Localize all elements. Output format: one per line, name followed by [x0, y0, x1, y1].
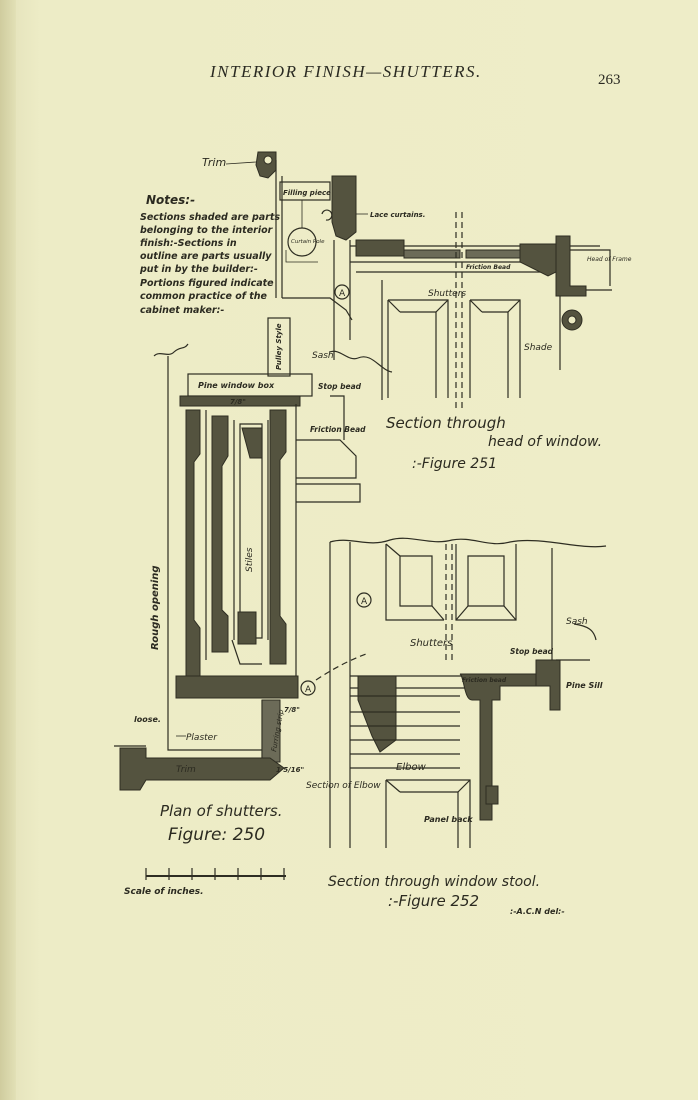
filling-piece-box	[279, 181, 331, 201]
notes-line: cabinet maker:-	[140, 305, 224, 316]
caption-fig250-line1: Plan of shutters.	[160, 802, 282, 820]
label-rough-opening: Rough opening	[150, 565, 161, 650]
label-stiles: Stiles	[245, 547, 255, 572]
page-gutter	[0, 0, 16, 1100]
trim-plan	[119, 747, 285, 791]
label-dim-7-8: 7/8"	[230, 398, 246, 406]
pulley-style	[267, 317, 291, 377]
label-friction-bead-bottom: Friction bead	[462, 677, 507, 684]
label-stop-bead-bottom: Stop bead	[510, 647, 554, 656]
label-section-of-elbow: Section of Elbow	[306, 781, 381, 791]
label-trim-top: Trim	[202, 156, 226, 169]
figure-251-drawing	[255, 151, 612, 410]
marker-a: A	[339, 289, 346, 299]
label-scale-of-inches: Scale of inches.	[124, 887, 204, 897]
label-plaster: Plaster	[186, 733, 218, 743]
label-stop-bead-top: Stop bead	[318, 382, 362, 391]
label-loose: loose.	[134, 715, 161, 724]
notes-heading: Notes:-	[146, 193, 195, 207]
pine-sill	[535, 659, 561, 711]
bottom-box	[175, 675, 299, 699]
label-head-of-frame: Head of Frame	[587, 256, 632, 263]
caption-initials: :-A.C.N del:-	[510, 907, 565, 916]
caption-fig251-line2: head of window.	[488, 434, 602, 450]
label-dim-1-5-16: 1 5/16"	[276, 766, 304, 774]
marker-a: A	[361, 597, 368, 607]
marker-a: A	[305, 685, 312, 695]
label-shutters-top: Shutters	[428, 289, 466, 299]
page-number: 263	[598, 72, 621, 88]
label-shutters-bottom: Shutters	[410, 638, 452, 649]
notes-line: finish:-Sections in	[140, 238, 237, 249]
figure-252-drawing	[329, 537, 607, 848]
running-head: INTERIOR FINISH—SHUTTERS.	[210, 62, 482, 81]
label-dim-bot-7-8: 7/8"	[284, 706, 300, 714]
elbow-section	[357, 675, 397, 753]
label-trim-bottom: Trim	[176, 765, 196, 775]
notes-line: common practice of the	[140, 291, 268, 302]
caption-fig252-number: :-Figure 252	[388, 892, 479, 910]
label-curtain-pole: Curtain Pole	[291, 239, 325, 245]
label-filling-piece: Filling piece	[283, 189, 331, 197]
figure-250-drawing	[114, 317, 367, 791]
caption-fig252-line1: Section through window stool.	[328, 874, 540, 890]
label-pine-window-box: Pine window box	[198, 381, 275, 390]
label-panel-back: Panel back	[424, 815, 473, 824]
scale-bar	[145, 868, 286, 880]
trim-moulding	[255, 151, 277, 179]
label-friction-bead-top: Friction Bead	[466, 264, 511, 271]
caption-fig251-number: :-Figure 251	[412, 456, 497, 472]
label-lace-curtains: Lace curtains.	[370, 211, 425, 219]
head-casing	[331, 175, 357, 241]
stool-section	[459, 673, 541, 821]
notes-line: Sections shaded are parts	[140, 212, 280, 223]
caption-fig251-line1: Section through	[386, 414, 506, 432]
caption-fig250-number: Figure: 250	[168, 825, 265, 845]
label-sash-top: Sash	[312, 351, 334, 361]
notes-line: outline are parts usually	[140, 251, 272, 262]
label-elbow: Elbow	[396, 762, 427, 773]
notes-line: put in by the builder:-	[139, 264, 258, 275]
label-sash-bottom: Sash	[566, 617, 588, 627]
notes-line: Portions figured indicate	[140, 278, 274, 289]
label-friction-bead-mid: Friction Bead	[310, 425, 366, 434]
label-shade: Shade	[524, 343, 553, 353]
notes-line: belonging to the interior	[140, 225, 274, 236]
label-pine-sill: Pine Sill	[566, 681, 603, 690]
label-pulley-style: Pulley Style	[275, 323, 283, 370]
